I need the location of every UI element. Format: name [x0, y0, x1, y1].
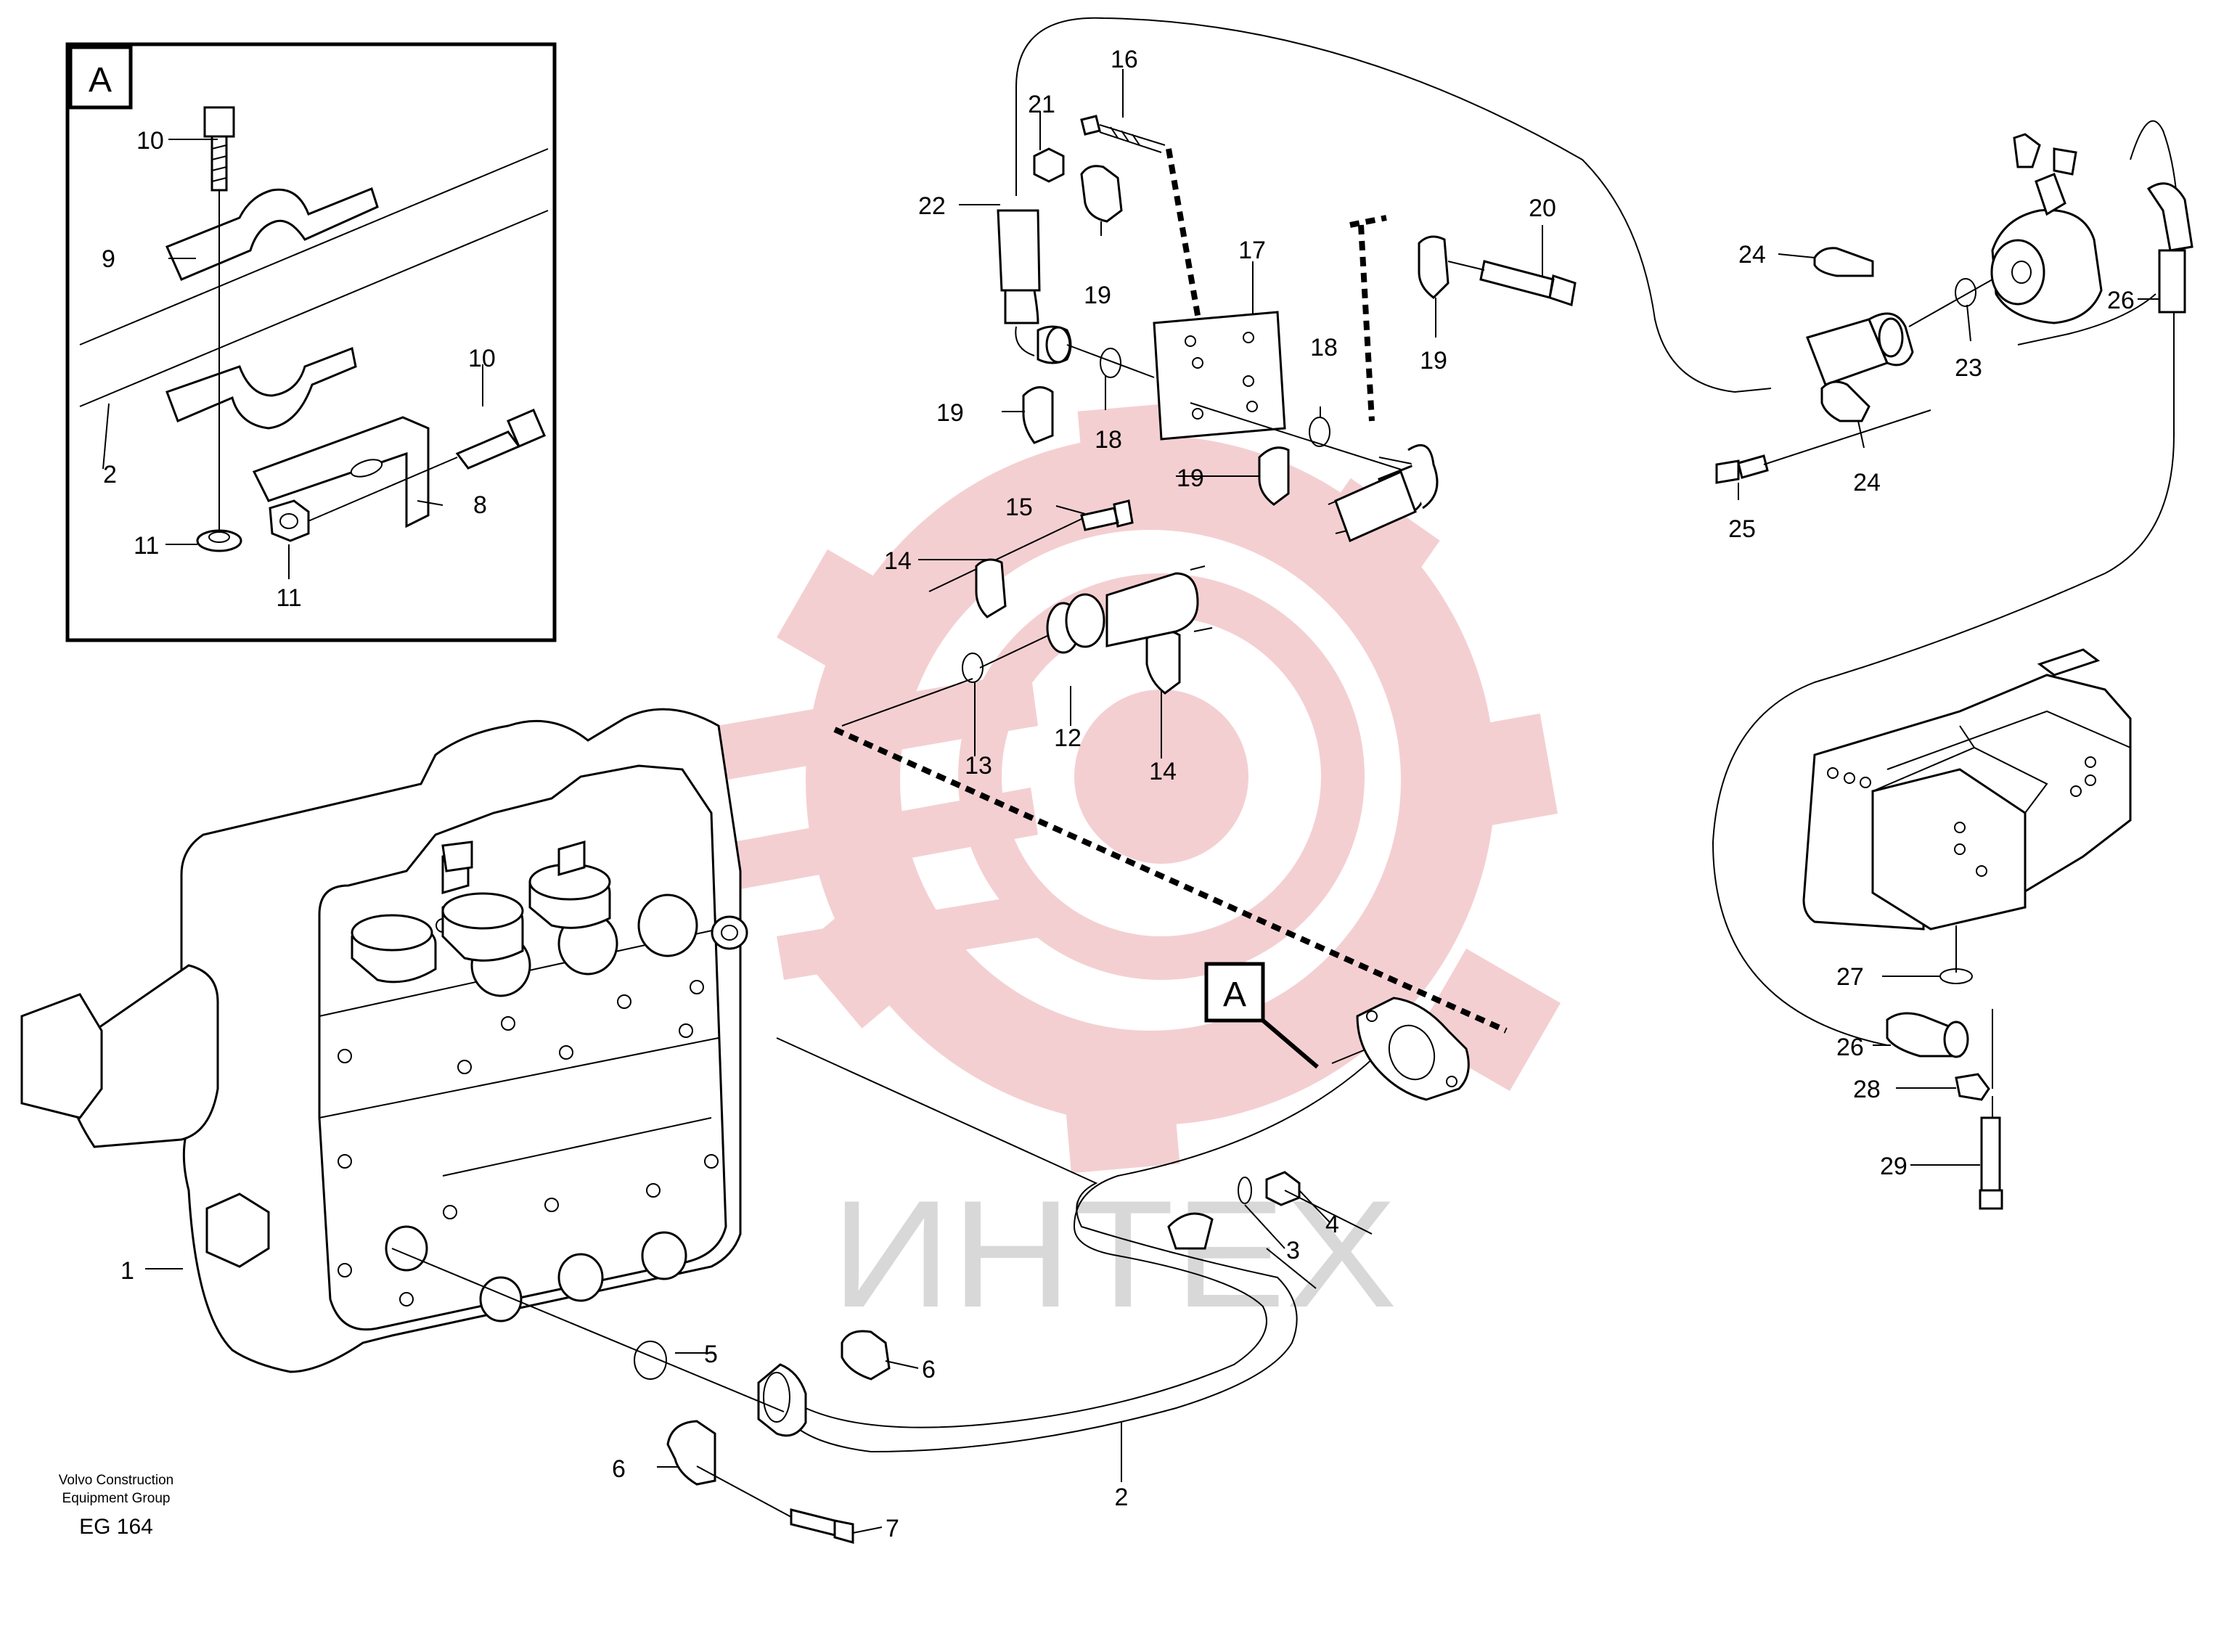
label-2: 2	[1115, 1484, 1129, 1511]
label-11-bottom: 11	[276, 584, 301, 612]
flange-half-14-upper	[975, 558, 1007, 618]
clamp-28	[1955, 1073, 1990, 1101]
label-19-mid: 19	[1177, 465, 1204, 492]
label-3: 3	[1286, 1237, 1300, 1264]
flange-half-19-left	[1022, 386, 1054, 444]
label-11-left: 11	[134, 532, 159, 560]
label-24-bottom: 24	[1853, 469, 1881, 496]
label-19-top: 19	[1084, 282, 1111, 309]
label-27: 27	[1836, 963, 1864, 991]
label-26-bottom: 26	[1836, 1034, 1864, 1061]
label-2-inset: 2	[103, 461, 117, 488]
flange-half-6-left	[666, 1420, 716, 1486]
o-ring-18-left	[1100, 348, 1121, 378]
screw-7	[790, 1508, 854, 1544]
o-ring-23	[1955, 278, 1976, 307]
label-14-lower: 14	[1149, 758, 1177, 785]
footer: Volvo Construction Equipment Group EG 16…	[59, 1473, 173, 1539]
flange-half-24-top	[1813, 247, 1874, 277]
bolt-16	[1080, 115, 1101, 136]
flange-fittings-lower	[391, 1248, 891, 1544]
inset-bolt-vertical	[203, 106, 235, 192]
label-26-top: 26	[2107, 287, 2135, 314]
inset-bracket-slot	[350, 459, 383, 478]
detail-callout-label: A	[1223, 976, 1246, 1014]
label-14-upper: 14	[884, 547, 912, 575]
label-6-left: 6	[612, 1455, 626, 1483]
bolt-20	[1479, 260, 1577, 306]
label-24-top: 24	[1738, 241, 1766, 269]
adapter-plate-17	[1153, 311, 1286, 441]
upper-hose-assembly	[841, 115, 1577, 727]
label-21: 21	[1028, 91, 1055, 118]
label-1: 1	[120, 1257, 134, 1285]
inset-bolt-inclined	[455, 409, 546, 470]
label-29: 29	[1880, 1153, 1908, 1180]
inset-clamp-lower	[165, 346, 357, 430]
inset-bracket	[252, 416, 430, 528]
detail-view-label-box	[68, 45, 133, 110]
detail-view-a: A 10 9 10 2 8 11 11	[65, 42, 557, 642]
inset-pipe	[79, 148, 549, 407]
flange-half-6-right	[841, 1330, 891, 1381]
screw-29	[1979, 1116, 2003, 1210]
o-ring-13	[962, 653, 984, 683]
label-9: 9	[102, 245, 115, 273]
label-7: 7	[886, 1515, 899, 1542]
screw-25	[1715, 454, 1769, 484]
flange-half-19-right	[1418, 235, 1450, 299]
label-20: 20	[1529, 195, 1556, 222]
label-22: 22	[918, 192, 946, 220]
watermark-text: ИНТЕХ	[831, 1169, 1397, 1339]
o-ring-5	[634, 1341, 667, 1380]
flange-half-24-bottom	[1820, 380, 1870, 422]
label-18-right: 18	[1310, 334, 1338, 361]
leader-lines	[145, 69, 2159, 1534]
footer-company-line1: Volvo Construction	[59, 1473, 173, 1488]
label-5: 5	[704, 1341, 718, 1368]
flange-half-14-lower	[1145, 629, 1181, 695]
label-19-right: 19	[1420, 347, 1447, 375]
label-25: 25	[1728, 515, 1756, 543]
flange-half-19-top	[1080, 165, 1123, 223]
right-side-components	[1715, 133, 2193, 1210]
label-8: 8	[473, 491, 487, 519]
label-15: 15	[1005, 494, 1033, 521]
label-19-left: 19	[936, 399, 964, 427]
label-10-right: 10	[468, 345, 496, 372]
label-4: 4	[1325, 1211, 1339, 1238]
label-28: 28	[1853, 1076, 1881, 1103]
label-6-right: 6	[922, 1356, 936, 1383]
label-17: 17	[1238, 237, 1266, 264]
label-16: 16	[1111, 46, 1138, 73]
label-12: 12	[1054, 724, 1082, 752]
label-10-top: 10	[136, 127, 164, 155]
label-18-left: 18	[1095, 426, 1122, 454]
watermark-gear-logo	[675, 401, 1561, 1174]
screw-15	[1080, 499, 1134, 531]
part-labels: 1 2 3 4 5 6 6 7 12 13 14 14 15 16 17 18 …	[120, 46, 2135, 1542]
detail-callout-a: A	[1204, 962, 1319, 1069]
flange-half-19-mid	[1258, 446, 1290, 506]
footer-code: EG 164	[79, 1515, 153, 1539]
nut-21	[1033, 147, 1065, 183]
detail-view-label: A	[89, 61, 112, 99]
label-13: 13	[965, 752, 992, 780]
pressure-pipe-2	[757, 997, 1470, 1453]
label-23: 23	[1955, 354, 1982, 382]
control-valve-block	[20, 708, 748, 1373]
hose-fitting-12	[1105, 572, 1199, 647]
detail-view-frame	[65, 42, 557, 642]
footer-company-line2: Equipment Group	[62, 1491, 171, 1506]
